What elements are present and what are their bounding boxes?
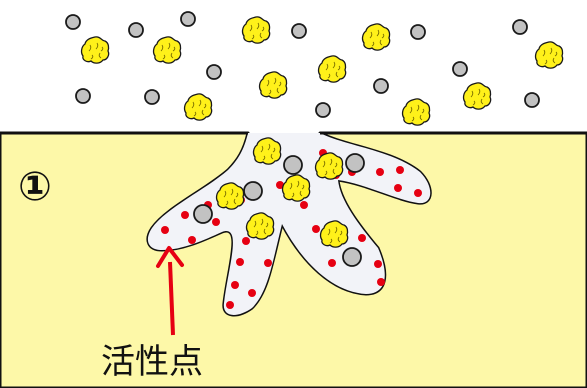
small-particle <box>346 154 364 172</box>
small-particle <box>411 25 425 39</box>
large-particle <box>185 94 212 120</box>
large-particle <box>243 17 270 43</box>
small-particle <box>292 24 306 38</box>
small-particle <box>76 89 90 103</box>
small-particle <box>66 15 80 29</box>
small-particle <box>453 62 467 76</box>
active-site-dot <box>181 211 189 219</box>
small-particle <box>374 79 388 93</box>
active-site-dot <box>231 281 239 289</box>
panel-number: ① <box>18 164 52 210</box>
active-site-dot <box>394 184 402 192</box>
small-particle <box>181 12 195 26</box>
small-particle <box>145 90 159 104</box>
large-particle <box>403 99 430 125</box>
active-site-dot <box>396 166 404 174</box>
active-site-dot <box>312 225 320 233</box>
active-site-dot <box>161 226 169 234</box>
active-site-dot <box>264 259 272 267</box>
small-particle <box>244 182 262 200</box>
active-site-dot <box>188 236 196 244</box>
small-particle <box>525 93 539 107</box>
small-particle <box>284 156 302 174</box>
large-particle <box>260 72 287 98</box>
large-particle <box>82 37 109 63</box>
active-site-label: 活性点 <box>101 342 203 382</box>
small-particle <box>316 103 330 117</box>
active-site-dot <box>377 278 385 286</box>
small-particle <box>207 65 221 79</box>
active-site-dot <box>212 218 220 226</box>
active-site-dot <box>236 258 244 266</box>
active-site-dot <box>226 301 234 309</box>
small-particle <box>343 248 361 266</box>
large-particle <box>363 24 390 50</box>
large-particle <box>154 37 181 63</box>
active-site-dot <box>242 237 250 245</box>
active-site-dot <box>374 260 382 268</box>
large-particle <box>319 56 346 82</box>
large-particle <box>464 83 491 109</box>
active-site-dot <box>414 189 422 197</box>
active-site-dot <box>300 201 308 209</box>
active-site-dot <box>376 168 384 176</box>
large-particle <box>536 42 563 68</box>
small-particle <box>194 205 212 223</box>
active-site-dot <box>328 259 336 267</box>
active-site-dot <box>248 289 256 297</box>
small-particle <box>513 20 527 34</box>
small-particle <box>129 23 143 37</box>
active-site-dot <box>358 234 366 242</box>
